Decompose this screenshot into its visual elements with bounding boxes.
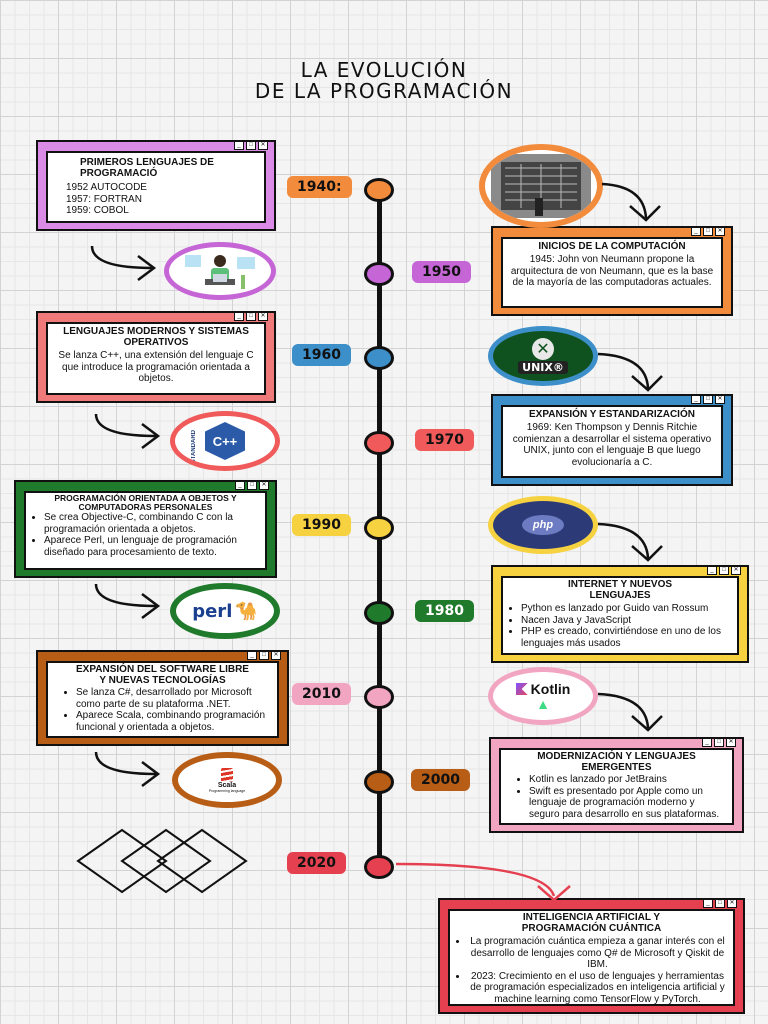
arrow-1970: [94, 413, 161, 449]
eniac-computer-icon: [491, 154, 591, 218]
timeline-node-2020: [364, 855, 394, 879]
year-label-1980: 1980: [415, 600, 474, 622]
arrow-1980: [94, 583, 161, 619]
list-item: 2023: Crecimiento en el uso de lenguajes…: [468, 971, 727, 1005]
timeline-node-1960: [364, 346, 394, 370]
window-buttons: _□✕: [234, 141, 268, 150]
arrow-2020: [395, 862, 571, 902]
box-heading: INICIOS DE LA COMPUTACIÓN: [538, 241, 686, 252]
box-1940: _□✕ PRIMEROS LENGUAJES DE PROGRAMACIÓ 19…: [36, 140, 276, 231]
php-logo-circle: php: [488, 496, 598, 554]
arrow-2000: [94, 751, 161, 787]
year-label-2010: 2010: [292, 683, 351, 705]
box-line: 1957: FORTRAN: [66, 193, 142, 205]
cpp-logo-circle: STANDARD C++: [170, 411, 280, 471]
timeline-node-2010: [364, 685, 394, 709]
developer-illustration-circle: [164, 242, 276, 300]
window-buttons: _□✕: [691, 395, 725, 404]
diamond-pattern-decoration: [76, 828, 248, 894]
year-label-1970: 1970: [415, 429, 474, 451]
box-heading: MODERNIZACIÓN Y LENGUAJES EMERGENTES: [537, 751, 696, 773]
android-icon: ▲: [536, 696, 550, 712]
php-badge: php: [522, 515, 564, 535]
box-heading: PRIMEROS LENGUAJES DE PROGRAMACIÓ: [80, 157, 214, 179]
box-1990: _□✕ PROGRAMACIÓN ORIENTADA A OBJETOS Y C…: [14, 480, 277, 578]
list-item: PHP es creado, convirtiéndose en uno de …: [521, 626, 731, 649]
window-buttons: _□✕: [691, 227, 725, 236]
camel-icon: 🐪: [235, 600, 258, 621]
title-line-1: LA EVOLUCIÓN: [300, 58, 468, 82]
box-heading: EXPANSIÓN Y ESTANDARIZACIÓN: [529, 409, 695, 420]
close-x-icon: ✕: [532, 338, 554, 360]
kotlin-icon: [515, 683, 528, 695]
box-heading: LENGUAJES MODERNOS Y SISTEMAS OPERATIVOS: [63, 326, 249, 348]
window-buttons: _□✕: [702, 738, 736, 747]
year-label-1960: 1960: [292, 344, 351, 366]
list-item: Aparece Perl, un lenguaje de programació…: [44, 535, 259, 558]
scala-wordmark: Scala: [217, 781, 237, 789]
list-item: Python es lanzado por Guido van Rossum: [521, 603, 731, 615]
year-label-1950: 1950: [412, 261, 471, 283]
list-item: Se crea Objective-C, combinando C con la…: [44, 512, 259, 535]
page-title: LA EVOLUCIÓN DE LA PROGRAMACIÓN: [0, 60, 768, 102]
list-item: Se lanza C#, desarrollado por Microsoft …: [76, 687, 271, 710]
box-1970: _□✕ EXPANSIÓN Y ESTANDARIZACIÓN 1969: Ke…: [491, 394, 733, 486]
list-item: Swift es presentado por Apple como un le…: [529, 786, 726, 821]
box-line: 1952 AUTOCODE: [66, 182, 147, 193]
arrow-1990: [597, 522, 663, 562]
perl-logo-circle: perl 🐪: [170, 583, 280, 639]
timeline-node-1950: [364, 262, 394, 286]
list-item: La programación cuántica empieza a ganar…: [468, 936, 727, 971]
kotlin-logo-circle: Kotlin ▲: [488, 667, 598, 725]
kotlin-wordmark: Kotlin: [530, 681, 571, 697]
scala-icon: [221, 767, 233, 782]
year-label-1940: 1940:: [287, 176, 352, 198]
window-buttons: _□✕: [235, 481, 269, 490]
arrow-1960: [597, 352, 663, 392]
list-item: Kotlin es lanzado por JetBrains: [529, 774, 726, 786]
window-buttons: _□✕: [703, 899, 737, 908]
box-1980: _□✕ INTERNET Y NUEVOS LENGUAJES Python e…: [491, 565, 749, 663]
scala-subtitle: Programming language: [208, 788, 246, 793]
arrow-1950: [90, 245, 157, 281]
scala-logo-circle: Scala Programming language: [172, 752, 282, 808]
timeline-node-1980: [364, 601, 394, 625]
box-heading: INTERNET Y NUEVOS LENGUAJES: [567, 579, 673, 601]
year-label-2000: 2000: [411, 769, 470, 791]
box-2000: _□✕ MODERNIZACIÓN Y LENGUAJES EMERGENTES…: [489, 737, 744, 833]
unix-logo-circle: ✕ UNIX®: [488, 326, 598, 386]
window-buttons: _□✕: [707, 566, 741, 575]
timeline-node-2000: [364, 770, 394, 794]
box-1960: _□✕ LENGUAJES MODERNOS Y SISTEMAS OPERAT…: [36, 311, 276, 403]
list-item: Aparece Scala, combinando programación f…: [76, 710, 271, 733]
timeline-node-1940: [364, 178, 394, 202]
window-buttons: _□✕: [247, 651, 281, 660]
box-heading: INTELIGENCIA ARTIFICIAL Y PROGRAMACIÓN C…: [521, 912, 662, 934]
unix-wordmark: UNIX®: [518, 361, 568, 374]
timeline-node-1990: [364, 516, 394, 540]
cpp-hexagon-icon: C++: [205, 422, 245, 460]
timeline-node-1970: [364, 431, 394, 455]
box-1950: _□✕ INICIOS DE LA COMPUTACIÓN 1945: John…: [491, 226, 733, 316]
computer-photo-circle: [479, 144, 603, 228]
arrow-1940: [601, 182, 661, 222]
box-heading: PROGRAMACIÓN ORIENTADA A OBJETOS Y COMPU…: [54, 493, 237, 512]
window-buttons: _□✕: [234, 312, 268, 321]
arrow-2010: [597, 692, 663, 732]
box-2010: _□✕ EXPANSIÓN DEL SOFTWARE LIBRE Y NUEVA…: [36, 650, 289, 746]
box-2020: _□✕ INTELIGENCIA ARTIFICIAL Y PROGRAMACI…: [438, 898, 745, 1014]
box-line: 1959: COBOL: [66, 205, 129, 216]
year-label-1990: 1990: [292, 514, 351, 536]
year-label-2020: 2020: [287, 852, 346, 874]
cpp-standard-label: STANDARD: [191, 430, 197, 464]
person-computer-icon: [185, 255, 255, 289]
title-line-2: DE LA PROGRAMACIÓN: [254, 79, 514, 103]
list-item: Nacen Java y JavaScript: [521, 615, 731, 627]
box-text: 1945: John von Neumann propone la arquit…: [510, 254, 714, 288]
box-text: 1969: Ken Thompson y Dennis Ritchie comi…: [512, 422, 712, 468]
box-heading: EXPANSIÓN DEL SOFTWARE LIBRE Y NUEVAS TE…: [76, 664, 249, 686]
box-text: Se lanza C++, una extensión del lenguaje…: [58, 350, 254, 384]
perl-wordmark: perl: [192, 600, 233, 622]
